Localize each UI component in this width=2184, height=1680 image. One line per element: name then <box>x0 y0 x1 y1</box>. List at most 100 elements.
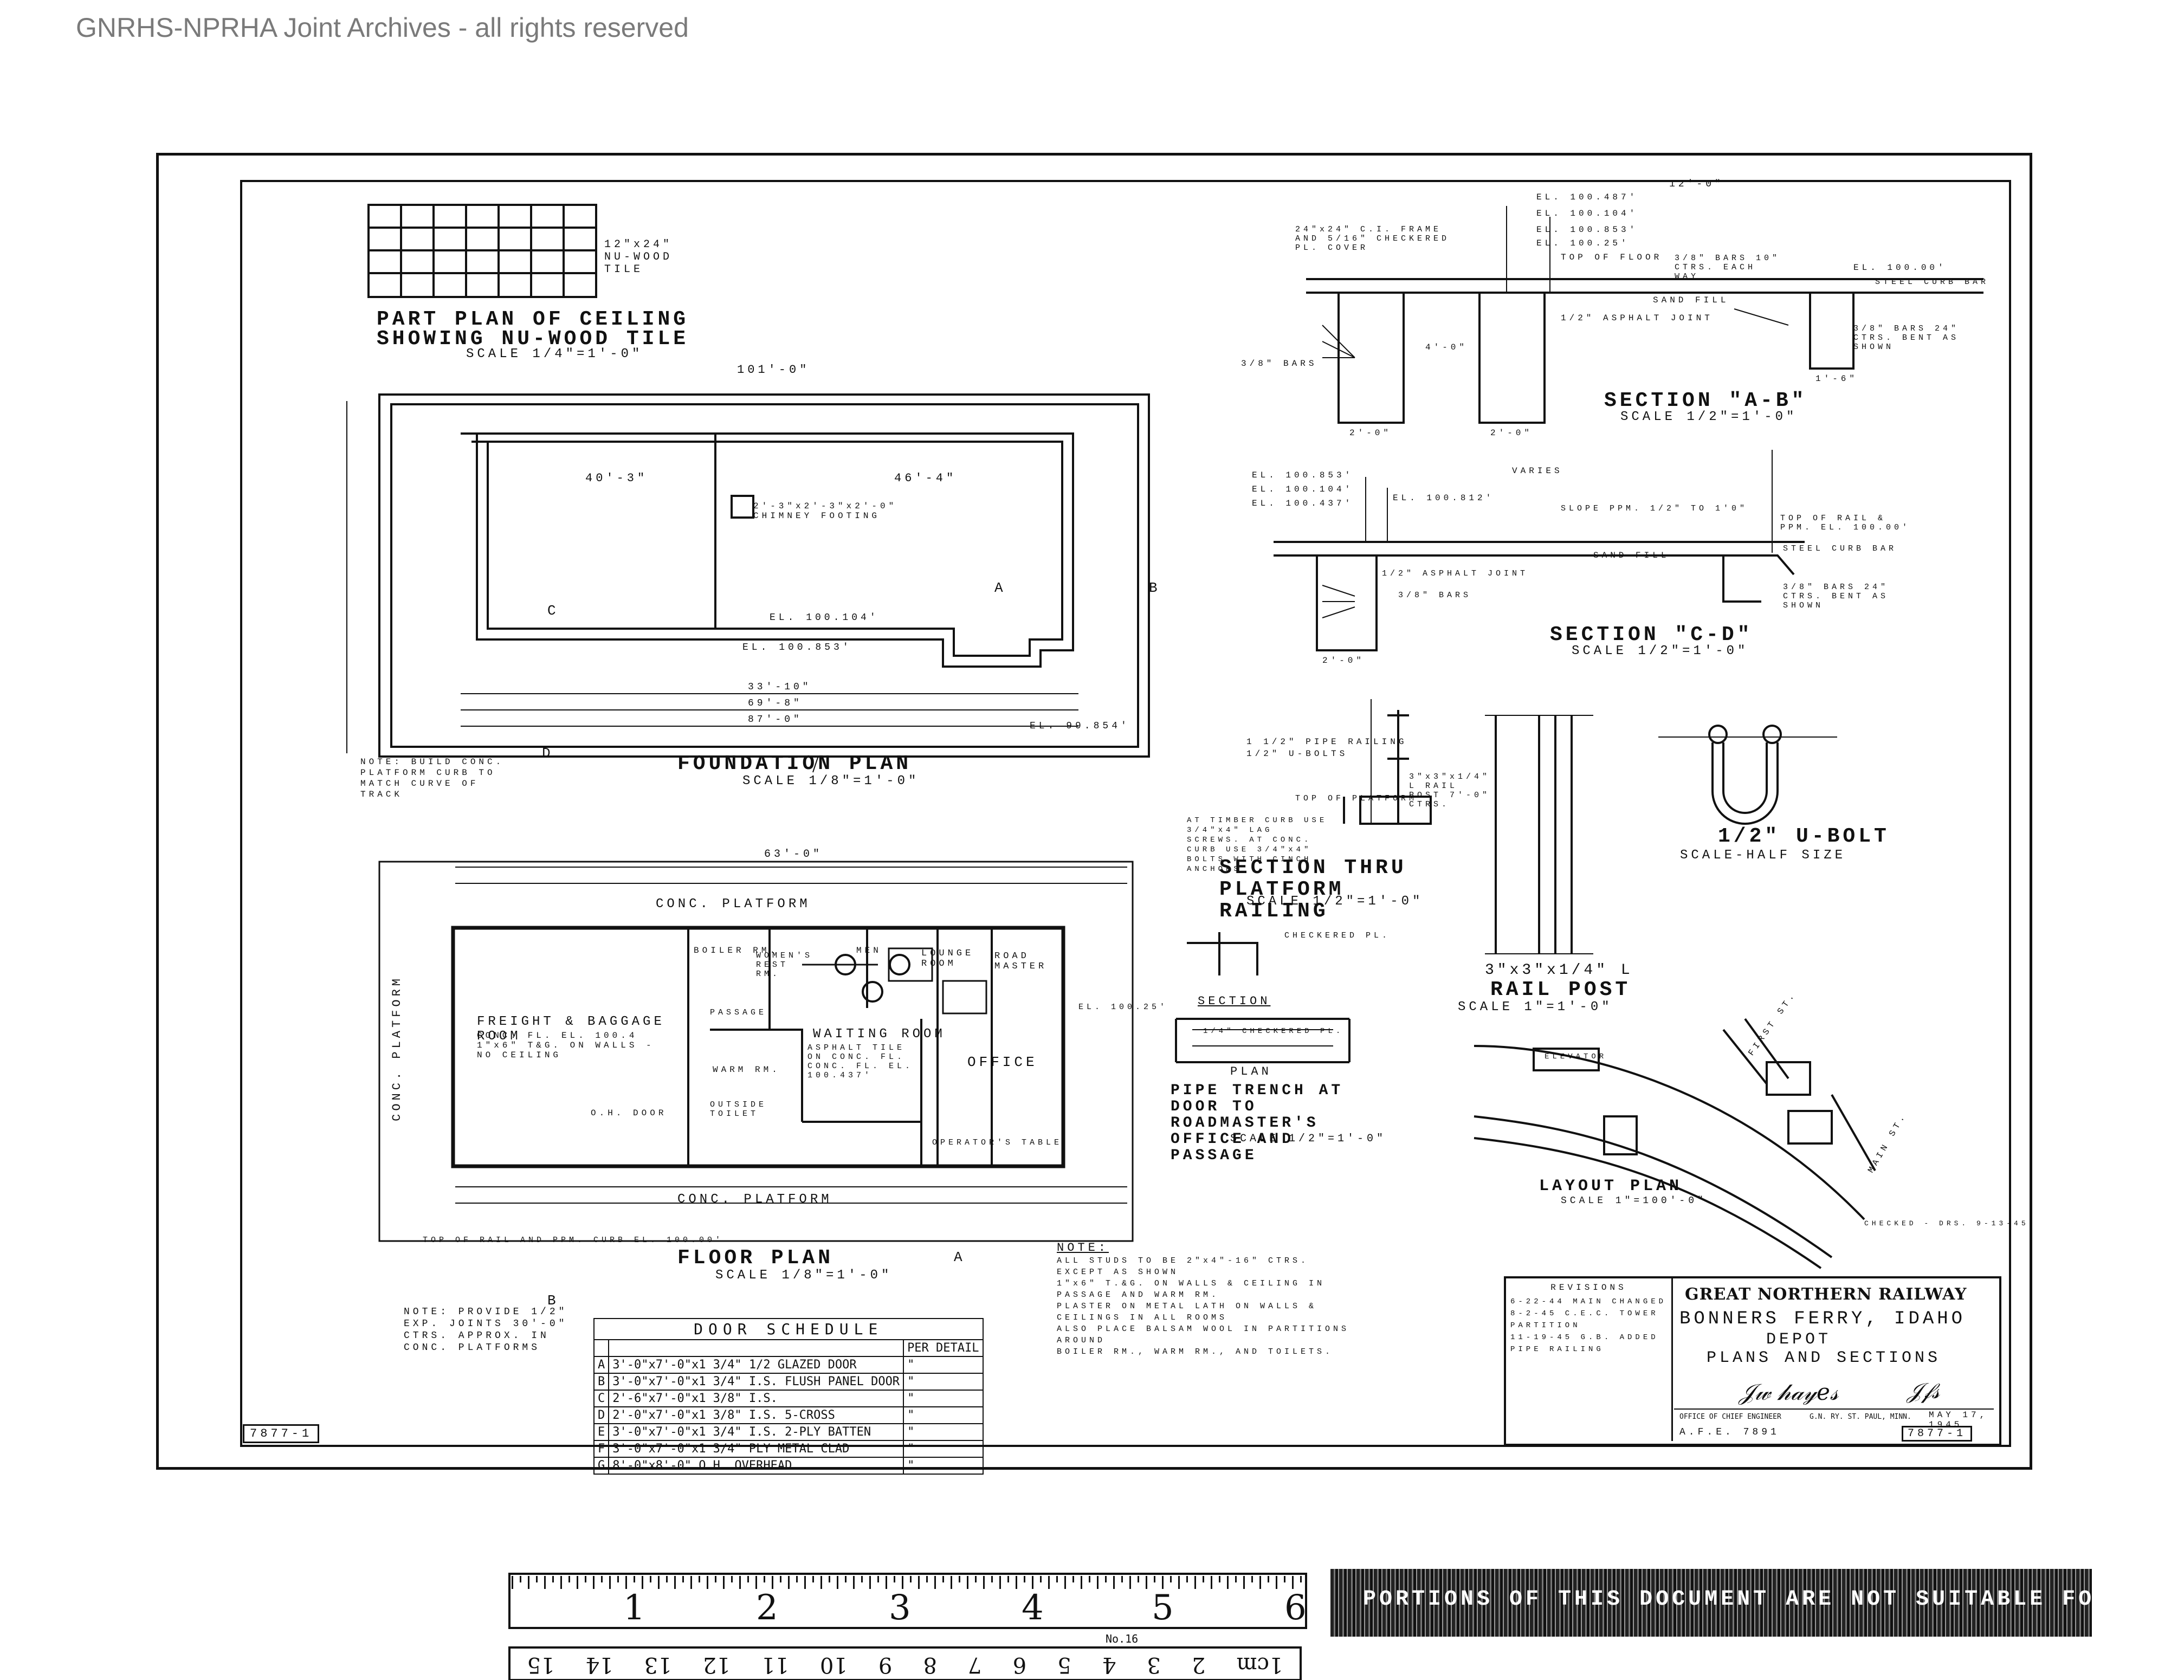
cd-label-top-rail: TOP OF RAIL & PPM. EL. 100.00' <box>1780 514 1911 532</box>
ds-desc: 3'-0"x7'-0"x1 3/4" PLY METAL CLAD <box>608 1440 904 1458</box>
ruler-inch-5: 5 <box>1152 1588 1174 1628</box>
floor-platform-bottom: CONC. PLATFORM <box>677 1192 832 1207</box>
ds-ref: " <box>903 1423 984 1441</box>
layout-plan-title: LAYOUT PLAN <box>1539 1177 1683 1196</box>
approver-signature: 𝒥𝒻𝓈 <box>1907 1379 1940 1404</box>
general-notes: ALL STUDS TO BE 2"x4"-16" CTRS. EXCEPT A… <box>1057 1255 1360 1358</box>
ab-label-el4: EL. 100.25' <box>1536 238 1630 248</box>
ab-label-sand-fill: SAND FILL <box>1653 295 1729 305</box>
door-schedule-title: DOOR SCHEDULE <box>593 1318 984 1340</box>
pipe-trench-checkered-plan: 1/4" CHECKERED PL. <box>1203 1027 1344 1036</box>
floor-platform-top: CONC. PLATFORM <box>656 897 811 912</box>
room-waiting: WAITING ROOM <box>813 1027 946 1042</box>
section-mark-a: A <box>994 580 1006 596</box>
section-cd-scale: SCALE 1/2"=1'-0" <box>1572 644 1749 658</box>
room-mens: MEN <box>856 946 882 955</box>
ceiling-tile-grid <box>367 204 597 298</box>
foundation-plan-scale: SCALE 1/8"=1'-0" <box>742 774 920 789</box>
section-cd-drawing <box>1274 450 1805 651</box>
revision-entry: 8-2-45 C.E.C. TOWER PARTITION <box>1510 1309 1659 1330</box>
cd-label-bars: 3/8" BARS <box>1398 591 1472 600</box>
section-cd-title: SECTION "C-D" <box>1550 623 1753 647</box>
ds-mark: E <box>593 1423 610 1441</box>
foundation-elevation-1: EL. 100.104' <box>770 612 879 623</box>
pipe-trench-title: PIPE TRENCH AT DOOR TO ROADMASTER'S OFFI… <box>1171 1082 1344 1164</box>
label-oh-door: O.H. DOOR <box>591 1108 667 1118</box>
room-lounge: LOUNGE ROOM <box>921 948 974 969</box>
revisions-list: 6-22-44 MAIN CHANGED 8-2-45 C.E.C. TOWER… <box>1506 1293 1671 1359</box>
ds-mark: C <box>593 1390 610 1407</box>
ruler-cm-label: 14 <box>585 1652 613 1677</box>
room-womens: WOMEN'S REST RM. <box>756 951 813 979</box>
cd-label-sand-fill: SAND FILL <box>1593 551 1670 560</box>
note-line: ALSO PLACE BALSAM WOOL IN PARTITIONS ARO… <box>1057 1324 1350 1345</box>
rail-post-scale: SCALE 1"=1'-0" <box>1458 1000 1613 1015</box>
pipe-trench-scale: SCALE 1/2"=1'-0" <box>1230 1133 1387 1145</box>
drawing-number-left: 7877-1 <box>243 1424 320 1443</box>
layout-elevator: ELEVATOR <box>1545 1052 1607 1061</box>
ruler-cm-label: 1cm <box>1236 1652 1283 1677</box>
ab-label-el3: EL. 100.853' <box>1536 225 1638 235</box>
railing-label-anchors: AT TIMBER CURB USE 3/4"x4" LAG SCREWS. A… <box>1187 816 1328 874</box>
ruler-cm-scale: 1cm 2 3 4 5 6 7 8 9 10 11 12 13 14 15 <box>512 1650 1298 1680</box>
ruler-cm-label: 9 <box>878 1652 893 1677</box>
section-mark-b: B <box>1149 580 1161 596</box>
legibility-warning-strip: PORTIONS OF THIS DOCUMENT ARE NOT SUITAB… <box>1330 1569 2092 1637</box>
foundation-plan-title: FOUNDATION PLAN <box>677 752 912 776</box>
section-ab-scale: SCALE 1/2"=1'-0" <box>1620 410 1798 424</box>
ruler-cm-label: 3 <box>1147 1652 1161 1677</box>
revisions-heading: REVISIONS <box>1550 1283 1627 1293</box>
ruler-brand: No.16 <box>1106 1632 1139 1645</box>
checker-note: CHECKED - DRS. 9-13-45 <box>1864 1219 2029 1227</box>
ds-desc: 2'-6"x7'-0"x1 3/8" I.S. <box>608 1390 904 1407</box>
ds-mark: G <box>593 1457 610 1475</box>
ceiling-plan-title: PART PLAN OF CEILING <box>377 308 689 331</box>
notes-heading: NOTE: <box>1057 1241 1109 1255</box>
pipe-trench-checkered: CHECKERED PL. <box>1284 931 1391 940</box>
ds-header-desc <box>608 1339 904 1357</box>
legibility-warning-text: PORTIONS OF THIS DOCUMENT ARE NOT SUITAB… <box>1363 1587 2092 1612</box>
floor-overall-dim: 63'-0" <box>764 848 823 861</box>
ds-ref: " <box>903 1440 984 1458</box>
ds-ref: " <box>903 1406 984 1424</box>
room-boiler: BOILER RM. <box>694 946 779 955</box>
ab-label-bars-2: 3/8" BARS <box>1241 359 1317 369</box>
ds-ref: " <box>903 1390 984 1407</box>
room-freight-baggage: FREIGHT & BAGGAGE ROOM <box>477 1015 665 1044</box>
ruler-cm-label: 13 <box>644 1652 672 1677</box>
cd-label-curb-bar: STEEL CURB BAR <box>1783 544 1897 553</box>
ruler-cm-label: 15 <box>527 1652 555 1677</box>
cd-label-el2: EL. 100.104' <box>1252 484 1354 494</box>
u-bolt-title: 1/2" U-BOLT <box>1718 825 1890 848</box>
tile-note: 12"x24" NU-WOOD TILE <box>604 238 673 276</box>
ruler-cm-label: 2 <box>1192 1652 1206 1677</box>
ruler-inch-4: 4 <box>1022 1588 1044 1628</box>
location-line: G.N. RY. ST. PAUL, MINN. <box>1810 1413 1911 1421</box>
foundation-dim-bottom-1: 33'-10" <box>748 682 812 693</box>
title-block: REVISIONS 6-22-44 MAIN CHANGED 8-2-45 C.… <box>1504 1276 2001 1446</box>
foundation-note: NOTE: BUILD CONC. PLATFORM CURB TO MATCH… <box>360 757 505 799</box>
drawing-subject: DEPOT <box>1766 1330 1832 1349</box>
ab-dim-3: 2'-0" <box>1349 428 1392 438</box>
u-bolt-scale: SCALE-HALF SIZE <box>1680 848 1846 863</box>
ruler-inch-minor-ticks <box>512 1576 1304 1582</box>
ab-dim-2: 4'-0" <box>1425 343 1468 352</box>
ds-desc: 8'-0"x8'-0" O.H. OVERHEAD <box>608 1457 904 1475</box>
foundation-elevation-2: EL. 100.853' <box>742 642 852 653</box>
ruler-cm-label: 5 <box>1057 1652 1071 1677</box>
label-floor-elevation: EL. 100.25' <box>1078 1003 1168 1012</box>
u-bolt-drawing <box>1658 725 1837 825</box>
ab-label-curb-bar: STEEL CURB BAR <box>1875 277 1989 287</box>
railing-section-title: SECTION THRU PLATFORM RAILING <box>1219 856 1407 923</box>
railing-label-ubolts: 1/2" U-BOLTS <box>1246 749 1348 759</box>
room-outside-toilet: OUTSIDE TOILET <box>710 1100 767 1119</box>
ruler-inch-1: 1 <box>623 1588 645 1628</box>
floor-plan-scale: SCALE 1/8"=1'-0" <box>715 1268 893 1283</box>
ds-header-ref: PER DETAIL <box>903 1339 984 1357</box>
ds-mark: F <box>593 1440 610 1458</box>
